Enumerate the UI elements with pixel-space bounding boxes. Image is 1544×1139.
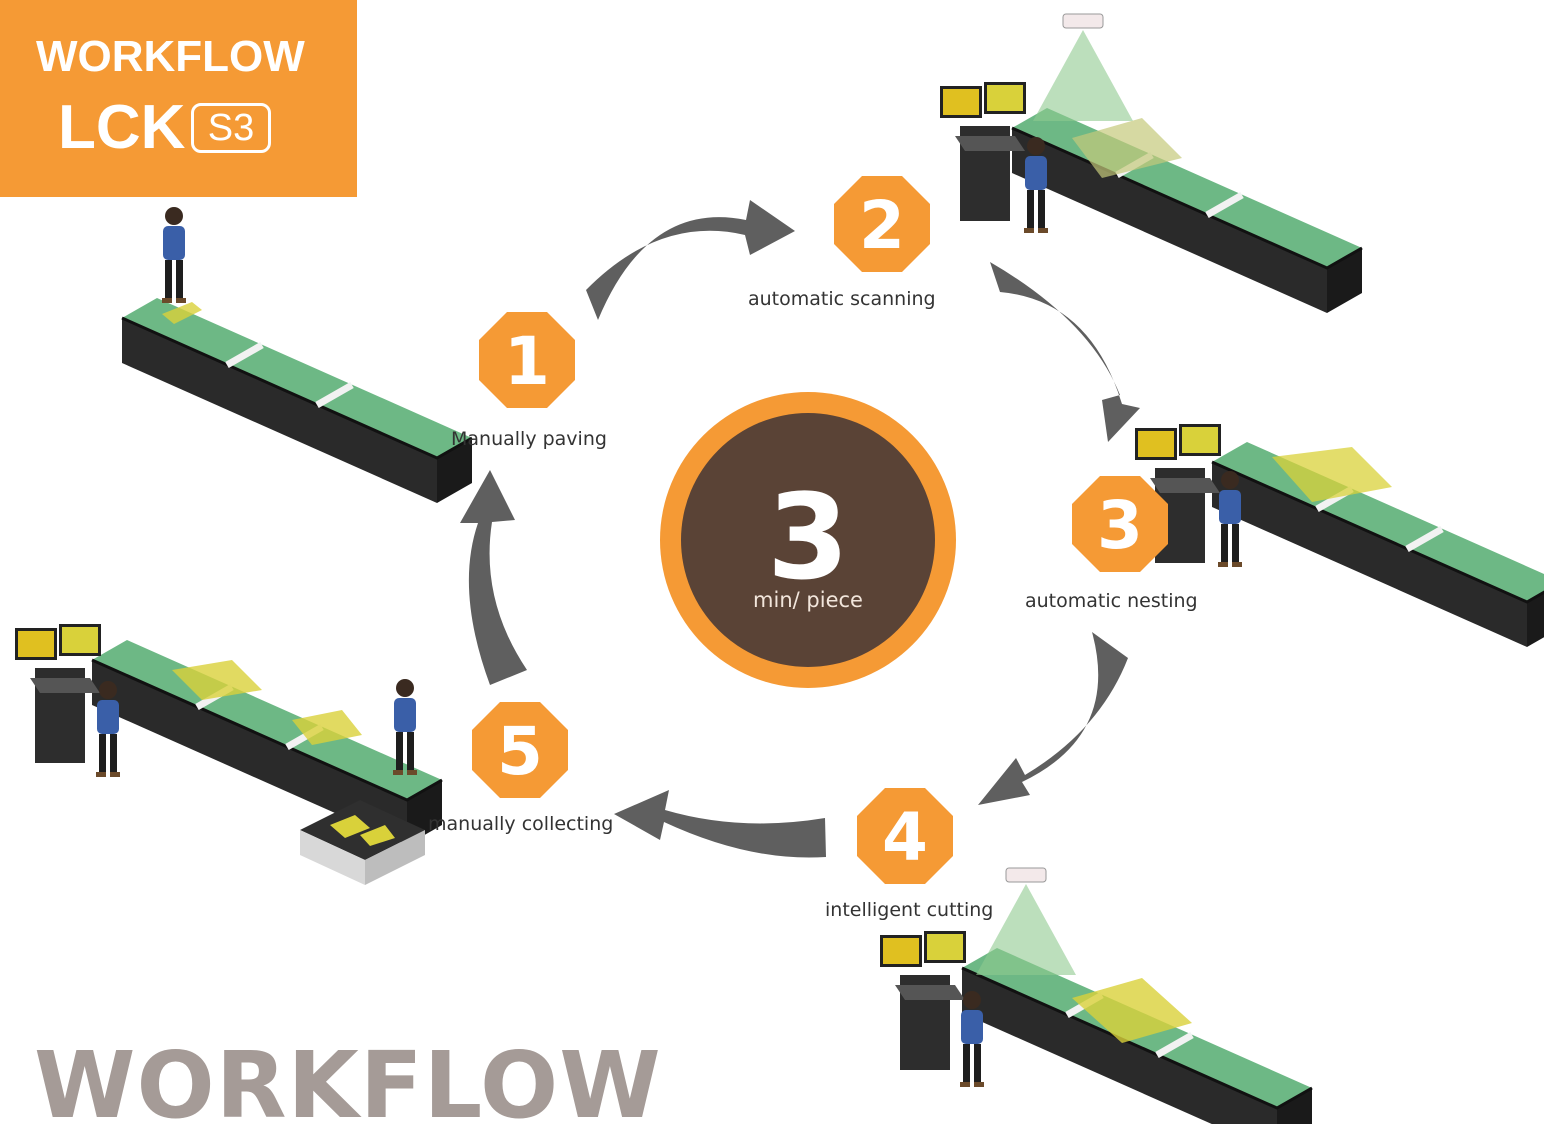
badge-title: WORKFLOW — [36, 32, 305, 81]
badge-model: LCK — [58, 93, 186, 162]
step-2-badge: 2 — [834, 176, 930, 272]
step-5-badge: 5 — [472, 702, 568, 798]
step-5-label: manually collecting — [428, 813, 614, 835]
cutting-table-icon — [1012, 108, 1362, 313]
step-4-label: intelligent cutting — [825, 899, 994, 921]
monitor-icon — [15, 624, 101, 763]
title-badge: WORKFLOW LCK S3 — [0, 0, 357, 197]
step-number: 1 — [504, 323, 550, 400]
step-2-label: automatic scanning — [748, 288, 936, 310]
step-1-badge: 1 — [479, 312, 575, 408]
step-number: 3 — [1097, 487, 1143, 564]
step-number: 5 — [497, 713, 543, 790]
footer-title: WORKFLOW — [34, 1032, 662, 1139]
projector-icon — [1032, 13, 1134, 122]
cycle-arrow-icon — [460, 200, 1140, 858]
step-number: 2 — [859, 187, 905, 264]
cutting-table-icon — [122, 298, 472, 503]
badge-model-suffix: S3 — [191, 103, 271, 153]
step-number: 4 — [882, 799, 928, 876]
cutting-table-icon — [92, 640, 442, 845]
collection-cart-icon — [300, 800, 425, 885]
step-4-badge: 4 — [857, 788, 953, 884]
center-disc — [681, 413, 935, 667]
step-3-label: automatic nesting — [1025, 590, 1198, 612]
worker-icon — [393, 679, 417, 775]
step-1-label: Manually paving — [451, 428, 607, 450]
center-number: 3 — [767, 468, 849, 606]
cutting-table-icon — [962, 948, 1312, 1124]
monitor-icon — [880, 931, 966, 1070]
projector-icon — [975, 867, 1077, 976]
cutting-table-icon — [1212, 442, 1544, 647]
step-3-badge: 3 — [1072, 476, 1168, 572]
center-unit: min/ piece — [753, 588, 863, 612]
worker-icon — [162, 207, 186, 303]
